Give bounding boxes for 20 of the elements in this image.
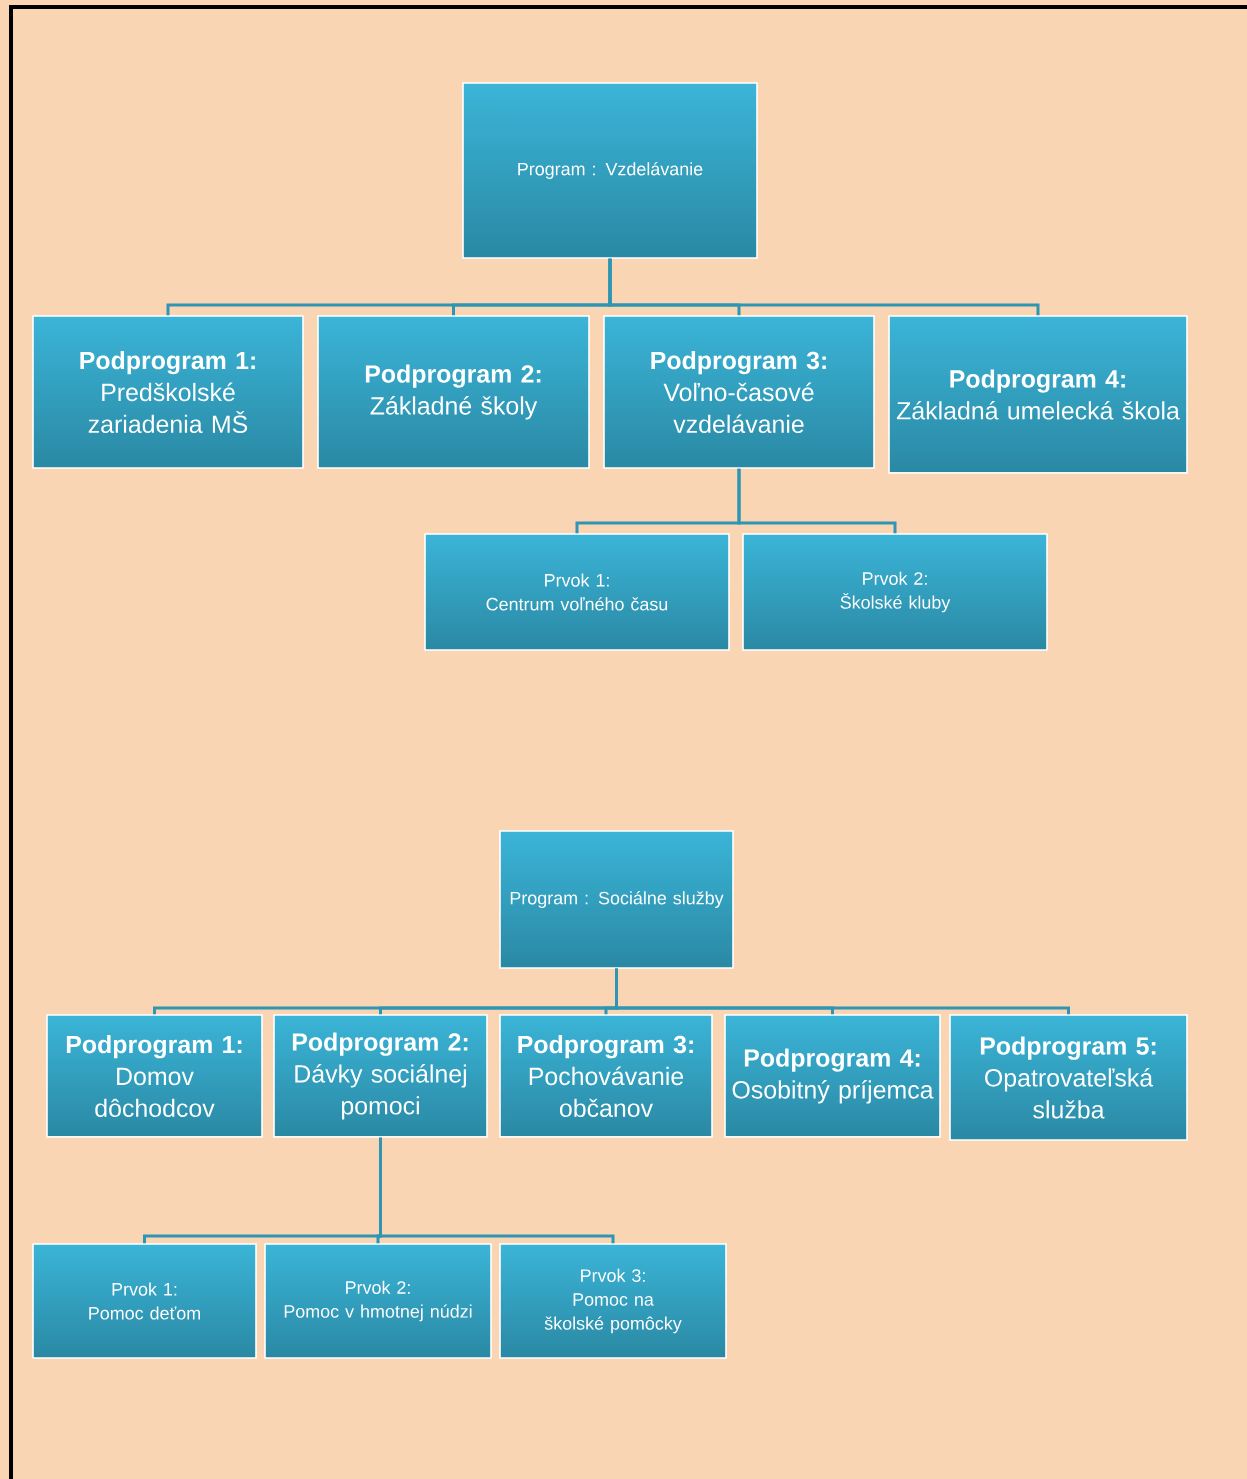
subprogram-box: Podprogram 4: Základná umelecká škola <box>888 315 1188 474</box>
connector-line <box>608 258 1040 316</box>
subprogram-box: Podprogram 1: Predškolské zariadenia MŠ <box>32 315 304 469</box>
subprogram-box: Podprogram 3: Pochovávanie občanov <box>499 1014 713 1138</box>
program-box: Prvok 2: Školské kluby <box>742 533 1048 651</box>
subprogram-box: Podprogram 2: Základné školy <box>317 315 590 469</box>
subprogram-box: Podprogram 4: Osobitný príjemca <box>724 1014 941 1138</box>
subprogram-box: Podprogram 5: Opatrovateľská služba <box>949 1014 1188 1141</box>
program-box: Prvok 1: Pomoc deťom <box>32 1243 257 1359</box>
program-box: Prvok 3: Pomoc na školské pomôcky <box>499 1243 727 1359</box>
program-box: Program : Sociálne služby <box>499 830 734 969</box>
subprogram-box: Podprogram 1: Domov dôchodcov <box>46 1014 263 1138</box>
program-box: Prvok 2: Pomoc v hmotnej núdzi <box>264 1243 492 1359</box>
program-box: Prvok 1: Centrum voľného času <box>424 533 730 651</box>
subprogram-box: Podprogram 3: Voľno-časové vzdelávanie <box>603 315 875 469</box>
connector-line <box>379 1137 615 1244</box>
connector-line <box>615 968 1070 1015</box>
subprogram-box: Podprogram 2: Dávky sociálnej pomoci <box>273 1014 488 1138</box>
connector-line <box>737 468 897 534</box>
program-box: Program : Vzdelávanie <box>462 82 758 259</box>
